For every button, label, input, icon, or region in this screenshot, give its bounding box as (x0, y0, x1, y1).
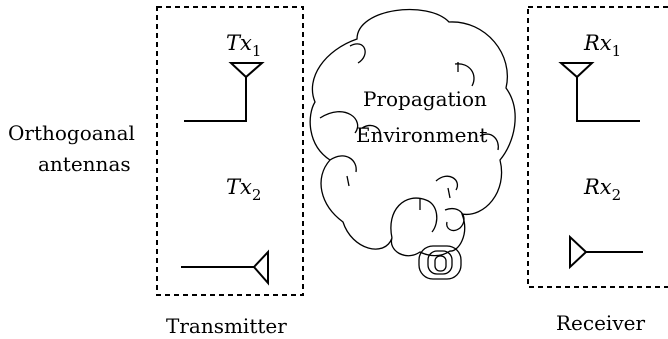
tx1-antenna-icon (184, 62, 265, 122)
propagation-environment-cloud (309, 8, 516, 280)
tx1-label: Tx1 (226, 31, 261, 60)
transmitter-caption: Transmitter (166, 314, 287, 338)
receiver-caption: Receiver (556, 311, 645, 335)
environment-label-line1: Propagation (363, 87, 487, 111)
cloud-outline (309, 8, 516, 257)
transmitter-box (156, 6, 304, 296)
rx2-antenna-icon (569, 234, 643, 270)
rx1-antenna-icon (558, 62, 640, 122)
environment-label-line2: Environment (356, 123, 487, 147)
orthogonal-antennas-label-line2: antennas (38, 152, 131, 176)
transmitter: Tx1 Tx2 Transmitter (156, 6, 304, 338)
rx1-label: Rx1 (583, 31, 621, 60)
orthogonal-antennas-label-line1: Orthogoanal (8, 121, 135, 145)
tx2-antenna-icon (181, 249, 269, 286)
receiver-box (527, 6, 668, 288)
rx2-label: Rx2 (583, 175, 621, 204)
receiver: Rx1 Rx2 Receiver (527, 6, 668, 335)
tx2-label: Tx2 (226, 175, 261, 204)
